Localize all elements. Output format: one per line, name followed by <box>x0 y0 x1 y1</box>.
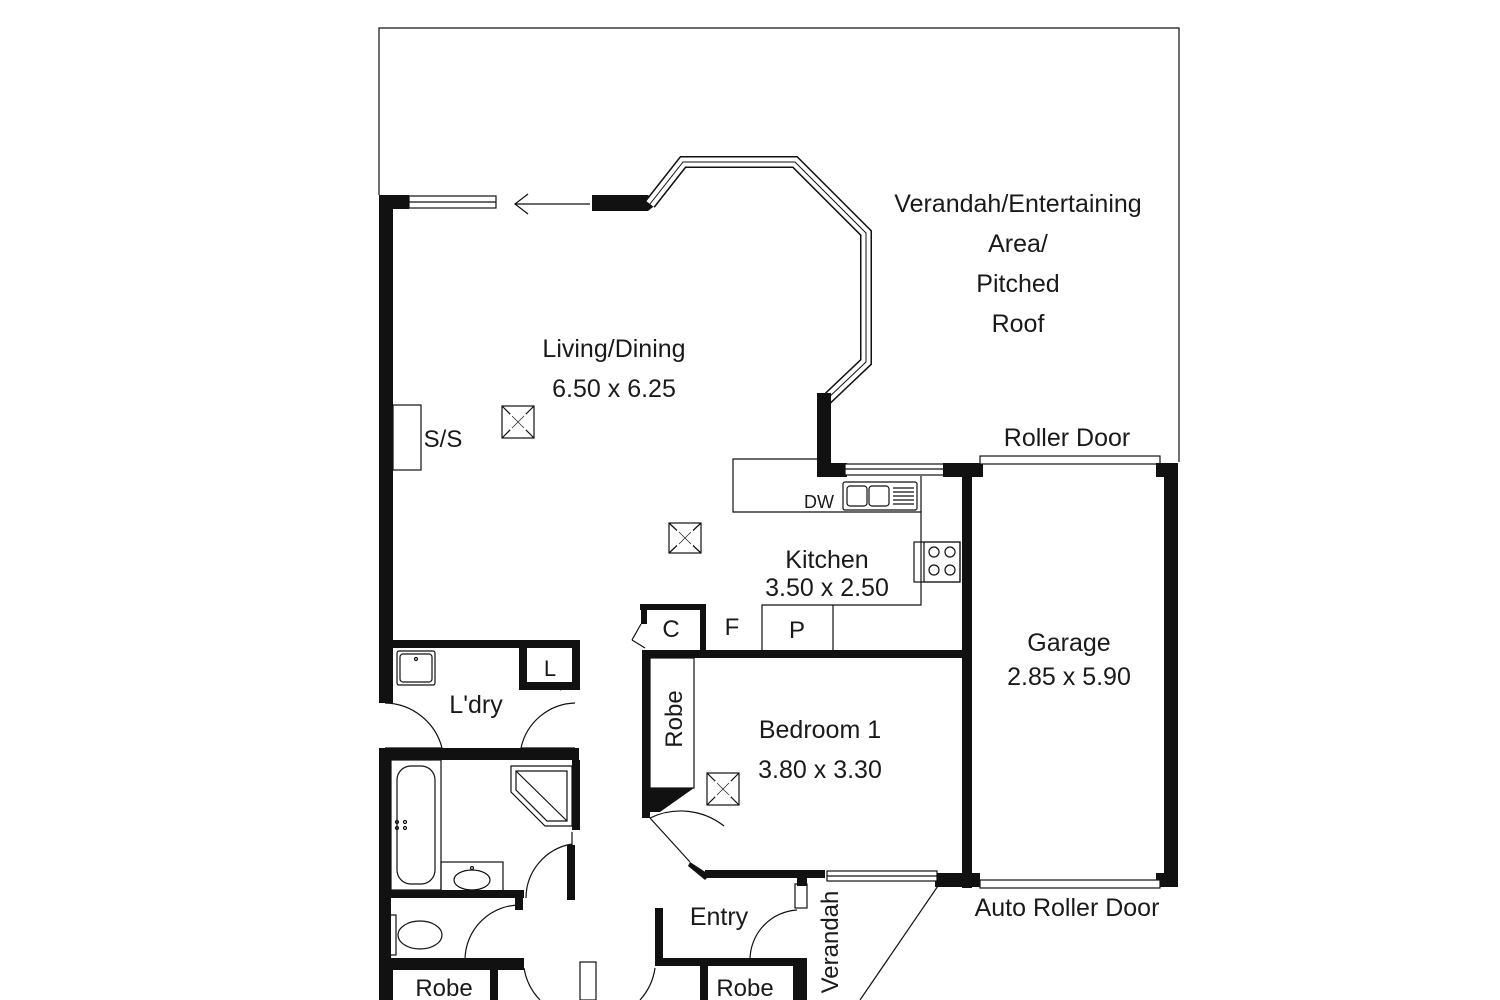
laundry-door-right <box>520 702 576 749</box>
bay-window <box>645 156 872 405</box>
cupboard-c <box>640 604 706 610</box>
verandah-area-label-line4: Roof <box>992 310 1045 338</box>
robe-right-label: Robe <box>716 975 773 1000</box>
toilet-icon <box>385 914 443 956</box>
laundry-trough-icon <box>396 650 436 686</box>
living-dining-dims: 6.50 x 6.25 <box>552 375 676 403</box>
sink-icon <box>842 481 918 511</box>
laundry-label: L'dry <box>449 691 503 719</box>
wall-bath-top <box>379 748 579 760</box>
robe-left-label: Robe <box>415 975 472 1000</box>
fridge-label: F <box>725 614 740 641</box>
robe-bed1-label: Robe <box>661 690 688 747</box>
roller-door-label: Roller Door <box>1004 424 1130 452</box>
wall-bay-lower <box>817 393 831 477</box>
bedroom-door <box>649 810 725 863</box>
entry-label: Entry <box>690 903 749 931</box>
garage-roller-door-top <box>979 455 1161 465</box>
kitchen-label: Kitchen <box>785 546 868 574</box>
wall-bed1-left <box>642 650 650 818</box>
verandah-label: Verandah <box>817 891 844 994</box>
entry-door <box>749 909 798 961</box>
wall-top-left-stub <box>379 195 409 209</box>
living-dining-label: Living/Dining <box>542 335 685 363</box>
ss-unit <box>392 404 422 471</box>
wall-left-upper <box>379 195 393 700</box>
auto-roller-door-label: Auto Roller Door <box>975 894 1160 922</box>
bathroom-door <box>525 832 573 899</box>
light-fixture-icon <box>668 522 702 554</box>
wall-bed1-bottom <box>705 870 825 878</box>
bedroom1-label: Bedroom 1 <box>759 716 881 744</box>
wall-laundry-top <box>379 640 579 648</box>
laundry-door-left <box>384 702 443 749</box>
verandah-area-label-line2: Area/ <box>988 230 1048 258</box>
verandah-outline <box>378 27 1180 462</box>
shower-icon <box>510 765 573 827</box>
verandah-area-label-line1: Verandah/Entertaining <box>894 190 1141 218</box>
garage-dims: 2.85 x 5.90 <box>1007 663 1131 691</box>
ss-label: S/S <box>424 426 463 453</box>
pantry-label: P <box>789 617 805 644</box>
verandah-area-label-line3: Pitched <box>976 270 1059 298</box>
bedroom1-dims: 3.80 x 3.30 <box>758 756 882 784</box>
garage-wall-left <box>962 463 972 888</box>
toilet-door <box>464 904 523 961</box>
wall-top-bay-left <box>592 195 658 211</box>
linen-label: L <box>544 656 556 681</box>
garage-auto-roller-door <box>979 879 1161 889</box>
kitchen-dims: 3.50 x 2.50 <box>765 574 889 602</box>
light-fixture-icon <box>501 405 535 439</box>
cupboard-label: C <box>662 616 679 643</box>
cooktop-icon <box>913 541 961 583</box>
wall-kitchen-bedroom <box>700 650 968 658</box>
bathtub <box>390 759 442 891</box>
dw-label: DW <box>804 492 834 512</box>
garage-wall-right <box>1164 463 1178 886</box>
light-fixture-icon <box>706 772 740 806</box>
kitchen-bench <box>732 458 817 476</box>
garage-label: Garage <box>1027 629 1110 657</box>
